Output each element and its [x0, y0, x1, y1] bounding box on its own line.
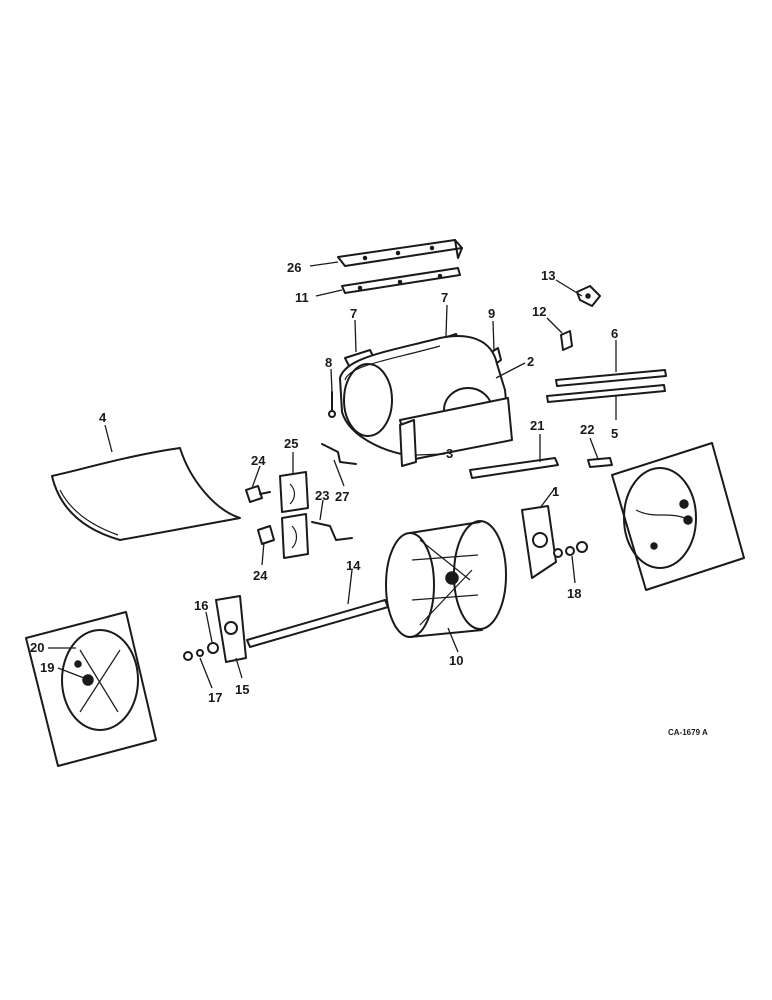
part-16-bearing [207, 642, 219, 654]
part-1-bearing-plate [521, 505, 557, 579]
part-10-fan-rotor [385, 520, 507, 638]
part-5-strip [546, 384, 666, 403]
callout-15: 15 [235, 682, 249, 697]
callout-26: 26 [287, 260, 301, 275]
part-15-bearing-plate [215, 595, 247, 663]
callout-8: 8 [325, 355, 332, 370]
part-2-fan-housing [339, 335, 513, 461]
callout-7-right: 7 [441, 290, 448, 305]
part-12-clip [560, 330, 573, 351]
callout-12: 12 [532, 304, 546, 319]
part-14-shaft [246, 599, 389, 648]
part-18-washers [553, 541, 588, 558]
part-4-curved-screen [51, 447, 241, 541]
left-pulley-panel [25, 611, 157, 767]
callout-22: 22 [580, 422, 594, 437]
callout-14: 14 [346, 558, 361, 573]
drawing-code: CA-1679 A [668, 728, 708, 737]
callout-9: 9 [488, 306, 495, 321]
callout-13: 13 [541, 268, 555, 283]
callout-21: 21 [530, 418, 544, 433]
callout-24-lower: 24 [253, 568, 268, 583]
callout-3: 3 [446, 446, 453, 461]
leader-lines [48, 261, 617, 689]
part-25-plate-lower [281, 513, 309, 559]
part-3-side-sheet [399, 419, 417, 467]
callout-16: 16 [194, 598, 208, 613]
callout-2: 2 [527, 354, 534, 369]
callout-1: 1 [552, 484, 559, 499]
right-pulley-panel [611, 442, 745, 591]
part-25-plate-upper [279, 471, 309, 513]
callout-27: 27 [335, 489, 349, 504]
callout-4: 4 [99, 410, 107, 425]
part-8-bolt [328, 391, 336, 418]
callout-labels: 26 11 13 12 6 5 7 7 9 2 8 3 21 22 4 25 2… [30, 260, 708, 737]
part-26-angle-bracket [337, 239, 463, 267]
callout-17: 17 [208, 690, 222, 705]
callout-10: 10 [449, 653, 463, 668]
callout-19: 19 [40, 660, 54, 675]
callout-18: 18 [567, 586, 581, 601]
callout-24-upper: 24 [251, 453, 266, 468]
callout-11: 11 [295, 290, 309, 305]
part-11-strip [341, 267, 461, 294]
callout-20: 20 [30, 640, 44, 655]
callout-25: 25 [284, 436, 298, 451]
part-13-bracket [576, 285, 601, 307]
callout-6: 6 [611, 326, 618, 341]
part-24-knob-lower [257, 525, 275, 545]
part-6-strip [555, 369, 667, 387]
callout-23: 23 [315, 488, 329, 503]
part-21-bar [469, 457, 559, 479]
part-17-washers [183, 649, 204, 661]
part-23-rod [311, 443, 357, 541]
callout-5: 5 [611, 426, 618, 441]
callout-7-left: 7 [350, 306, 357, 321]
part-22-pin [587, 457, 613, 468]
part-24-knob-upper [245, 485, 271, 503]
